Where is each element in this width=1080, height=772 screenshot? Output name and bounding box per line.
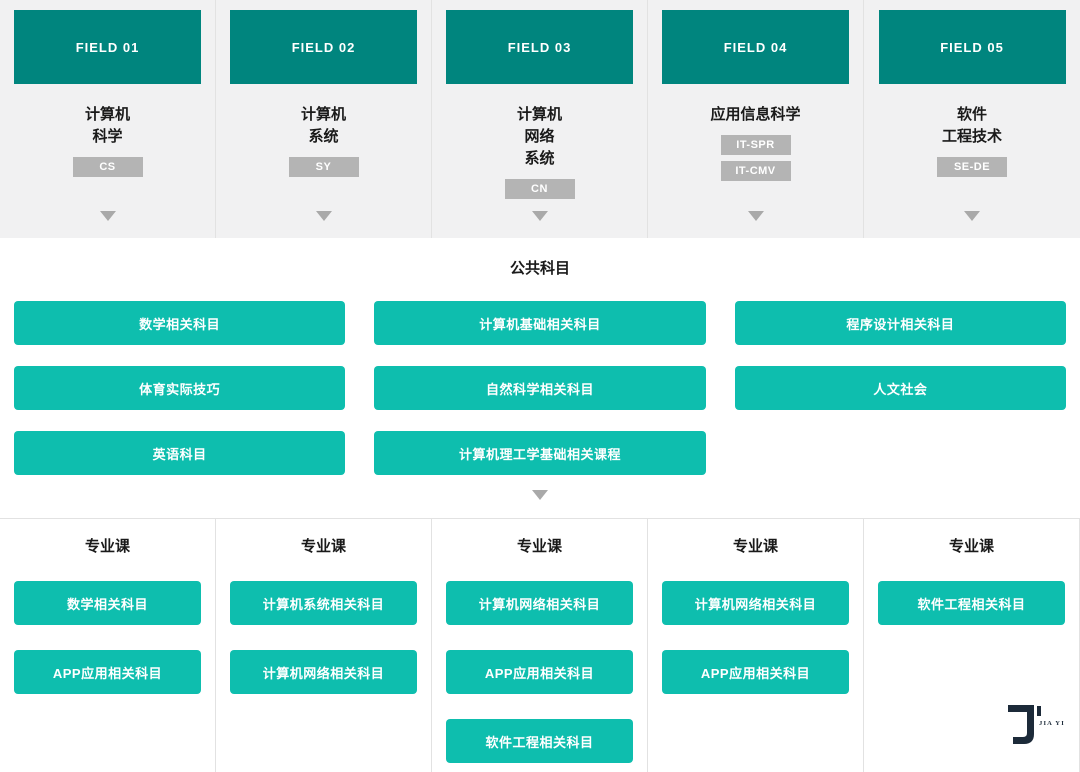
field-column-5: FIELD 05 软件 工程技术 SE-DE	[864, 0, 1080, 238]
field-02-title: 计算机 系统	[301, 104, 346, 148]
field-column-4: FIELD 04 应用信息科学 IT-SPR IT-CMV	[648, 0, 864, 238]
field-column-3: FIELD 03 计算机 网络 系统 CN	[432, 0, 648, 238]
major-course-button[interactable]: 计算机系统相关科目	[230, 581, 417, 625]
field-01-header[interactable]: FIELD 01	[14, 10, 201, 84]
major-course-button[interactable]: 数学相关科目	[14, 581, 201, 625]
arrow-down-icon	[747, 211, 764, 221]
jiayi-logo: JIA YI	[1008, 705, 1064, 744]
common-subject-button-computer-basics[interactable]: 计算机基础相关科目	[374, 301, 706, 345]
badge-it-spr: IT-SPR	[720, 135, 791, 155]
badge-cs: CS	[72, 157, 143, 177]
badge-it-cmv: IT-CMV	[720, 161, 791, 181]
major-course-button[interactable]: 软件工程相关科目	[446, 719, 633, 763]
common-subjects-section: 公共科目 数学相关科目 计算机基础相关科目 程序设计相关科目 体育实际技巧 自然…	[0, 238, 1080, 518]
field-02-badges: SY	[288, 157, 359, 177]
major-title: 专业课	[84, 538, 130, 555]
field-title-line: 应用信息科学	[710, 106, 801, 123]
field-03-header[interactable]: FIELD 03	[446, 10, 633, 84]
field-03-badges: CN	[504, 179, 575, 199]
field-title-line: 系统	[524, 150, 555, 167]
field-04-title: 应用信息科学	[710, 104, 800, 126]
common-subject-button-physical-education[interactable]: 体育实际技巧	[14, 366, 346, 410]
major-title: 专业课	[300, 538, 346, 555]
field-column-1: FIELD 01 计算机 科学 CS	[0, 0, 216, 238]
field-01-badges: CS	[72, 157, 143, 177]
badge-se-de: SE-DE	[937, 157, 1007, 177]
field-05-title: 软件 工程技术	[942, 104, 1002, 148]
major-course-button[interactable]: 计算机网络相关科目	[230, 650, 417, 694]
major-column-1: 专业课 数学相关科目 APP应用相关科目	[0, 519, 216, 772]
field-title-line: 系统	[308, 128, 339, 145]
major-course-button[interactable]: APP应用相关科目	[662, 650, 849, 694]
major-title: 专业课	[516, 538, 562, 555]
jiayi-logo-text: JIA YI	[1039, 720, 1064, 727]
major-course-button[interactable]: 计算机网络相关科目	[662, 581, 849, 625]
common-subjects-grid: 数学相关科目 计算机基础相关科目 程序设计相关科目 体育实际技巧 自然科学相关科…	[0, 301, 1080, 475]
field-title-line: 工程技术	[941, 128, 1002, 145]
field-title-line: 计算机	[516, 106, 562, 123]
field-title-line: 软件	[956, 106, 987, 123]
major-title: 专业课	[732, 538, 778, 555]
field-03-title: 计算机 网络 系统	[517, 104, 562, 170]
field-column-2: FIELD 02 计算机 系统 SY	[216, 0, 432, 238]
field-05-header[interactable]: FIELD 05	[878, 10, 1066, 84]
common-subjects-title: 公共科目	[509, 260, 570, 277]
field-title-line: 科学	[92, 128, 123, 145]
badge-cn: CN	[504, 179, 575, 199]
common-subject-button-cs-engineering-basics[interactable]: 计算机理工学基础相关课程	[374, 431, 706, 475]
field-title-line: 计算机	[300, 106, 346, 123]
major-column-5: 专业课 软件工程相关科目	[864, 519, 1080, 772]
field-04-header[interactable]: FIELD 04	[662, 10, 849, 84]
field-title-line: 网络	[524, 128, 555, 145]
common-subject-button-humanities[interactable]: 人文社会	[734, 366, 1066, 410]
empty-cell	[735, 431, 1066, 475]
common-subject-button-math[interactable]: 数学相关科目	[14, 301, 346, 345]
arrow-down-icon	[532, 490, 548, 500]
field-01-title: 计算机 科学	[85, 104, 130, 148]
major-course-button[interactable]: 软件工程相关科目	[878, 581, 1065, 625]
common-subject-button-english[interactable]: 英语科目	[14, 431, 346, 475]
major-title: 专业课	[948, 538, 994, 555]
major-column-2: 专业课 计算机系统相关科目 计算机网络相关科目	[216, 519, 432, 772]
field-04-badges: IT-SPR IT-CMV	[720, 135, 791, 181]
field-05-badges: SE-DE	[937, 157, 1007, 177]
common-subject-button-natural-science[interactable]: 自然科学相关科目	[374, 366, 706, 410]
major-course-button[interactable]: APP应用相关科目	[446, 650, 633, 694]
major-course-button[interactable]: APP应用相关科目	[14, 650, 201, 694]
badge-sy: SY	[288, 157, 359, 177]
arrow-down-icon	[531, 211, 548, 221]
major-course-button[interactable]: 计算机网络相关科目	[446, 581, 633, 625]
fields-section: FIELD 01 计算机 科学 CS FIELD 02 计算机 系统 SY FI…	[0, 0, 1080, 238]
major-column-4: 专业课 计算机网络相关科目 APP应用相关科目	[648, 519, 864, 772]
field-title-line: 计算机	[84, 106, 130, 123]
field-02-header[interactable]: FIELD 02	[230, 10, 417, 84]
arrow-down-icon	[99, 211, 116, 221]
arrow-down-icon	[964, 211, 980, 221]
major-courses-section: 专业课 数学相关科目 APP应用相关科目 专业课 计算机系统相关科目 计算机网络…	[0, 518, 1080, 772]
major-column-3: 专业课 计算机网络相关科目 APP应用相关科目 软件工程相关科目	[432, 519, 648, 772]
common-subject-button-programming[interactable]: 程序设计相关科目	[734, 301, 1066, 345]
arrow-down-icon	[315, 211, 332, 221]
